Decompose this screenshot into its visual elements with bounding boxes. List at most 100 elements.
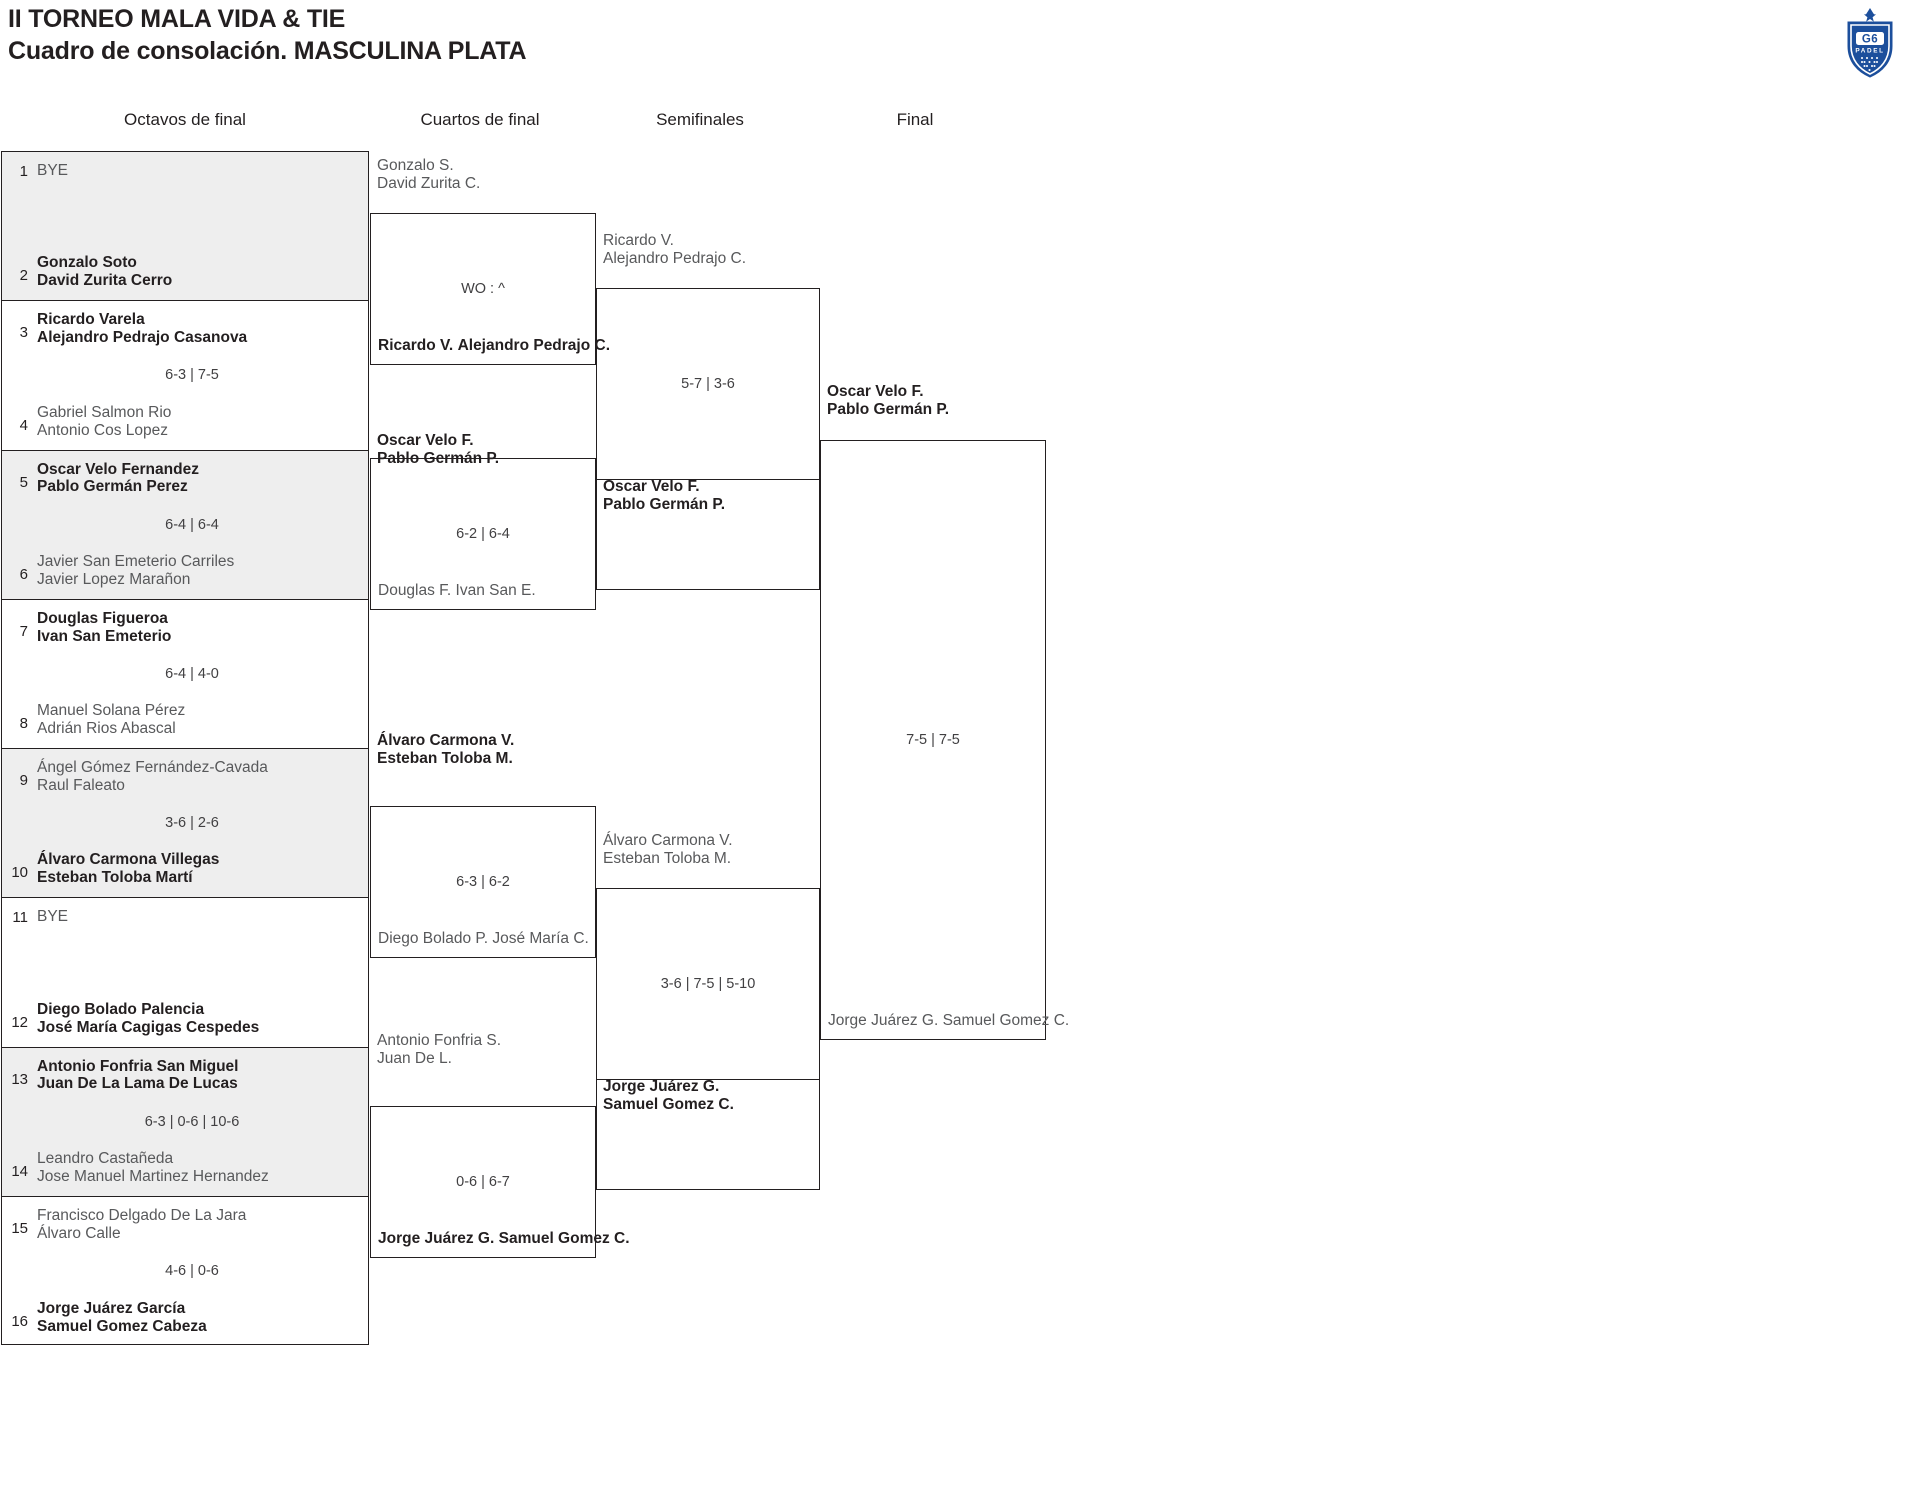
team-name: Francisco Delgado De La Jara Álvaro Call… <box>37 1206 247 1242</box>
seed-number: 6 <box>19 565 28 583</box>
qf-3-bottom-team: Diego Bolado P. José María C. <box>378 930 589 948</box>
bracket-slot: 9 Ángel Gómez Fernández-Cavada Raul Fale… <box>2 759 368 795</box>
svg-text:G6: G6 <box>1862 33 1878 45</box>
team-name: Leandro Castañeda Jose Manuel Martinez H… <box>37 1149 269 1185</box>
team-name: Jorge Juárez García Samuel Gomez Cabeza <box>37 1300 207 1336</box>
team-name: Antonio Fonfria San Miguel Juan De La La… <box>37 1057 239 1093</box>
match-box-final[interactable]: 7-5 | 7-5 Jorge Juárez G. Samuel Gomez C… <box>820 440 1069 1040</box>
seed-number: 5 <box>19 473 28 491</box>
page-title: II TORNEO MALA VIDA & TIE Cuadro de cons… <box>8 4 527 67</box>
match-box-qf-3[interactable]: 6-3 | 6-2 Diego Bolado P. José María C. <box>370 806 596 958</box>
bracket-slot: 12 Diego Bolado Palencia José María Cagi… <box>2 1001 368 1037</box>
match-score: 0-6 | 6-7 <box>456 1174 510 1190</box>
qf-4-bottom-team: Jorge Juárez G. Samuel Gomez C. <box>378 1230 630 1248</box>
bracket-slot: 3 Ricardo Varela Alejandro Pedrajo Casan… <box>2 311 368 347</box>
match-box-sf-2[interactable]: 3-6 | 7-5 | 5-10 <box>596 888 820 1080</box>
bracket-slot: 2 Gonzalo Soto David Zurita Cerro <box>2 254 368 290</box>
round-octavos-de-final: 1 BYE 2 Gonzalo Soto David Zurita Cerro … <box>1 151 369 1345</box>
seed-number: 9 <box>19 772 28 789</box>
match-score: WO : ^ <box>461 281 505 297</box>
match-row[interactable]: 7 Douglas Figueroa Ivan San Emeterio 6-4… <box>2 600 368 749</box>
match-box-sf-1[interactable]: 5-7 | 3-6 <box>596 288 820 480</box>
match-row[interactable]: 3 Ricardo Varela Alejandro Pedrajo Casan… <box>2 301 368 451</box>
match-row[interactable]: 5 Oscar Velo Fernandez Pablo Germán Pere… <box>2 450 368 600</box>
seed-number: 4 <box>19 416 28 434</box>
seed-number: 2 <box>19 267 28 285</box>
match-score: 3-6 | 7-5 | 5-10 <box>660 976 756 992</box>
round-header-octavos: Octavos de final <box>124 110 246 129</box>
match-row[interactable]: 9 Ángel Gómez Fernández-Cavada Raul Fale… <box>2 749 368 899</box>
final-top-team: Oscar Velo F. Pablo Germán P. <box>827 383 950 418</box>
team-name: Oscar Velo Fernandez Pablo Germán Perez <box>37 460 199 496</box>
team-name: Javier San Emeterio Carriles Javier Lope… <box>37 552 235 588</box>
seed-number: 12 <box>11 1013 28 1031</box>
qf-1-bottom-team: Ricardo V. Alejandro Pedrajo C. <box>378 337 611 355</box>
sf-2-bottom-team: Jorge Juárez G. Samuel Gomez C. <box>603 1078 734 1113</box>
match-score: 4-6 | 0-6 <box>165 1263 219 1280</box>
round-header-final: Final <box>896 110 934 129</box>
match-box-sf-2-lower[interactable] <box>596 1080 820 1190</box>
match-box-sf-1-lower[interactable] <box>596 480 820 590</box>
qf-1-top-team: Gonzalo S. David Zurita C. <box>377 157 481 192</box>
bracket-slot: 11 BYE <box>2 908 368 926</box>
final-bottom-team: Jorge Juárez G. Samuel Gomez C. <box>828 1012 1070 1030</box>
match-row[interactable]: 11 BYE 12 Diego Bolado Palencia José Mar… <box>2 898 368 1048</box>
match-score: 6-3 | 6-2 <box>456 874 510 890</box>
team-name: Diego Bolado Palencia José María Cagigas… <box>37 1000 260 1036</box>
qf-4-top-team: Antonio Fonfria S. Juan De L. <box>377 1032 502 1067</box>
team-name: Gabriel Salmon Rio Antonio Cos Lopez <box>37 403 172 439</box>
sf-1-top-team: Ricardo V. Alejandro Pedrajo C. <box>603 232 747 267</box>
seed-number: 7 <box>19 622 28 640</box>
bracket-slot: 5 Oscar Velo Fernandez Pablo Germán Pere… <box>2 461 368 497</box>
team-name: Manuel Solana Pérez Adrián Rios Abascal <box>37 702 186 738</box>
bracket-slot: 7 Douglas Figueroa Ivan San Emeterio <box>2 610 368 646</box>
tournament-title: II TORNEO MALA VIDA & TIE <box>8 5 346 33</box>
match-score: 3-6 | 2-6 <box>165 815 219 832</box>
g6-padel-logo: G6 PADEL <box>1838 6 1902 80</box>
round-header-cuartos: Cuartos de final <box>420 110 540 129</box>
bracket-slot: 14 Leandro Castañeda Jose Manuel Martine… <box>2 1150 368 1186</box>
match-score: 6-2 | 6-4 <box>456 526 510 542</box>
seed-number: 15 <box>11 1219 28 1237</box>
svg-text:PADEL: PADEL <box>1855 48 1884 55</box>
seed-number: 14 <box>11 1162 28 1180</box>
match-box-qf-2[interactable]: 6-2 | 6-4 Douglas F. Ivan San E. <box>370 458 596 610</box>
team-name: Douglas Figueroa Ivan San Emeterio <box>37 609 172 645</box>
match-score: 6-4 | 4-0 <box>165 665 219 682</box>
sf-2-top-team: Álvaro Carmona V. Esteban Toloba M. <box>603 832 733 867</box>
match-score: 6-3 | 0-6 | 10-6 <box>144 1113 240 1130</box>
seed-number: 8 <box>19 715 28 733</box>
team-name: Álvaro Carmona Villegas Esteban Toloba M… <box>37 851 220 887</box>
match-row[interactable]: 15 Francisco Delgado De La Jara Álvaro C… <box>2 1197 368 1346</box>
bracket-slot: 8 Manuel Solana Pérez Adrián Rios Abasca… <box>2 702 368 738</box>
team-name: Gonzalo Soto David Zurita Cerro <box>37 254 173 290</box>
match-row[interactable]: 13 Antonio Fonfria San Miguel Juan De La… <box>2 1047 368 1197</box>
bracket-slot: 15 Francisco Delgado De La Jara Álvaro C… <box>2 1207 368 1243</box>
match-score: 5-7 | 3-6 <box>681 376 735 392</box>
team-name: Ricardo Varela Alejandro Pedrajo Casanov… <box>37 311 248 347</box>
bracket-slot: 1 BYE <box>2 162 368 180</box>
match-score: 6-4 | 6-4 <box>165 516 219 533</box>
match-box-qf-1[interactable]: WO : ^ Ricardo V. Alejandro Pedrajo C. <box>370 213 610 365</box>
qf-3-top-team: Álvaro Carmona V. Esteban Toloba M. <box>377 732 515 767</box>
match-score: 7-5 | 7-5 <box>906 732 960 748</box>
bracket-subtitle: Cuadro de consolación. MASCULINA PLATA <box>8 36 527 65</box>
bracket-slot: 10 Álvaro Carmona Villegas Esteban Tolob… <box>2 851 368 887</box>
team-name: Ángel Gómez Fernández-Cavada Raul Faleat… <box>37 759 268 794</box>
bracket-slot: 6 Javier San Emeterio Carriles Javier Lo… <box>2 553 368 589</box>
match-row[interactable]: 1 BYE 2 Gonzalo Soto David Zurita Cerro <box>2 152 368 302</box>
seed-number: 13 <box>11 1070 28 1088</box>
seed-number: 3 <box>19 324 28 342</box>
bracket-slot: 16 Jorge Juárez García Samuel Gomez Cabe… <box>2 1300 368 1336</box>
qf-2-bottom-team: Douglas F. Ivan San E. <box>378 582 536 600</box>
seed-number: 16 <box>11 1313 28 1331</box>
round-header-semifinales: Semifinales <box>656 110 744 129</box>
bracket-slot: 4 Gabriel Salmon Rio Antonio Cos Lopez <box>2 404 368 440</box>
match-box-qf-4[interactable]: 0-6 | 6-7 Jorge Juárez G. Samuel Gomez C… <box>370 1106 630 1258</box>
seed-number: 11 <box>12 909 28 927</box>
bye-label: BYE <box>37 908 69 926</box>
seed-number: 1 <box>19 163 28 180</box>
sf-1-bottom-team: Oscar Velo F. Pablo Germán P. <box>603 478 726 513</box>
bracket-slot: 13 Antonio Fonfria San Miguel Juan De La… <box>2 1058 368 1094</box>
